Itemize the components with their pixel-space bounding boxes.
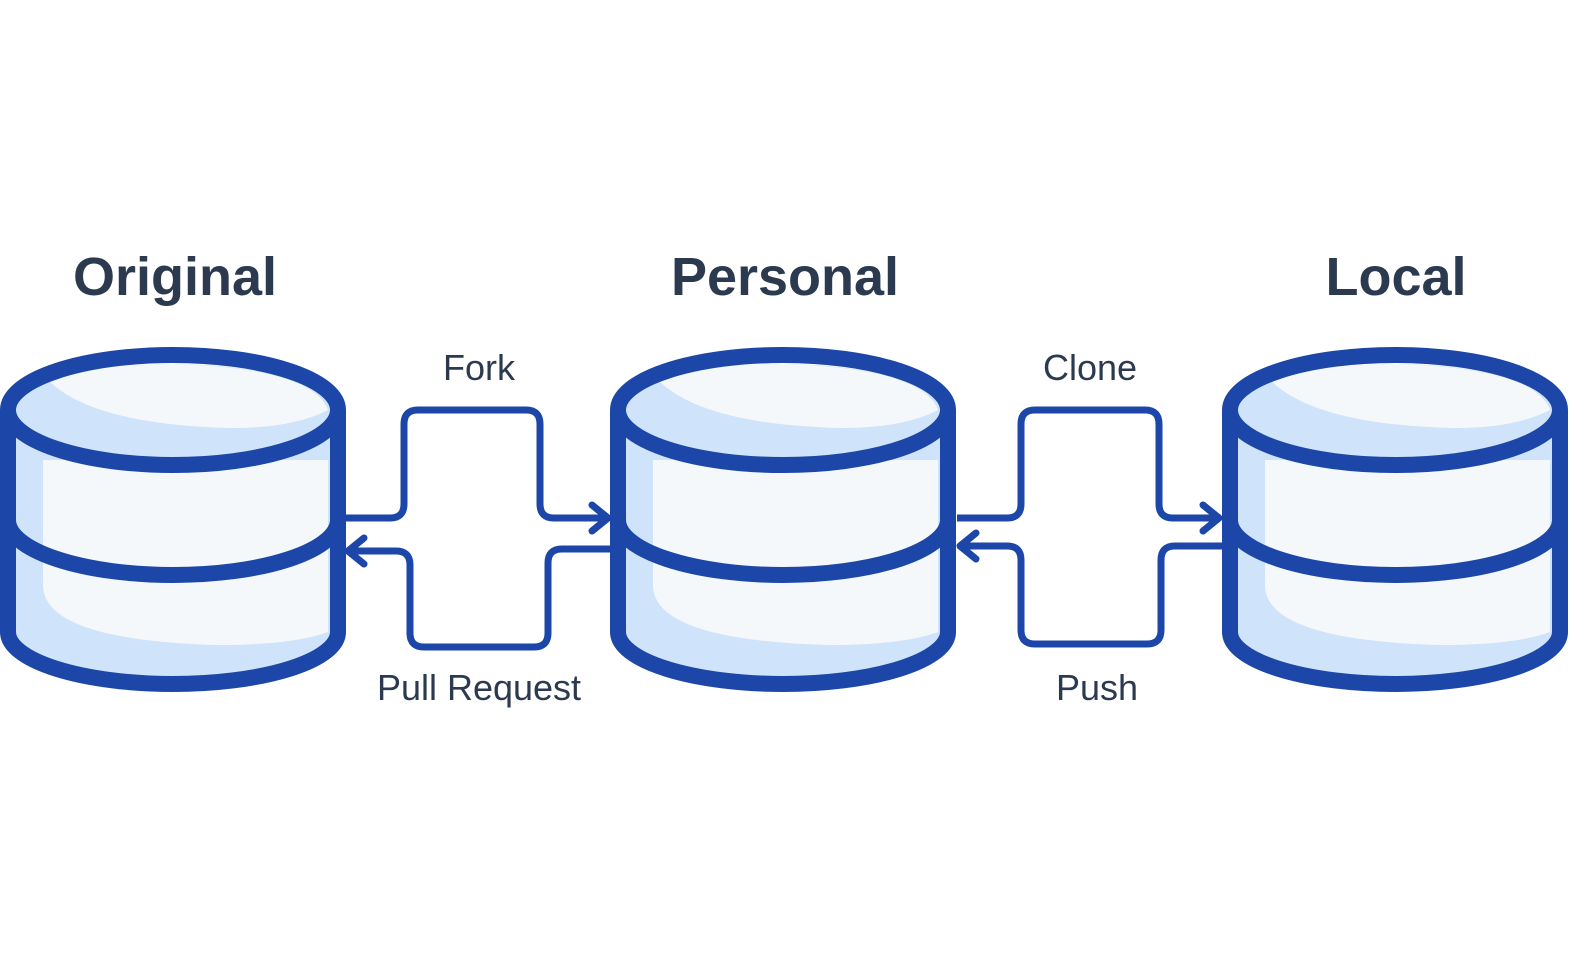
title-personal: Personal	[671, 247, 899, 307]
push-connector	[956, 529, 1222, 648]
title-local: Local	[1325, 247, 1466, 307]
database-icon-original	[0, 347, 346, 692]
label-pull-request: Pull Request	[377, 667, 581, 708]
pull-request-connector	[344, 534, 610, 651]
arrow-left-icon	[344, 534, 368, 568]
database-icon-personal	[610, 347, 956, 692]
clone-connector	[957, 406, 1223, 535]
database-icon-local	[1222, 347, 1568, 692]
label-push: Push	[1056, 667, 1138, 708]
arrow-right-icon	[1199, 501, 1223, 535]
label-fork: Fork	[443, 347, 516, 388]
arrow-right-icon	[588, 501, 612, 535]
title-original: Original	[73, 247, 277, 307]
arrow-left-icon	[956, 529, 980, 563]
fork-connector	[345, 406, 612, 535]
label-clone: Clone	[1043, 347, 1137, 388]
